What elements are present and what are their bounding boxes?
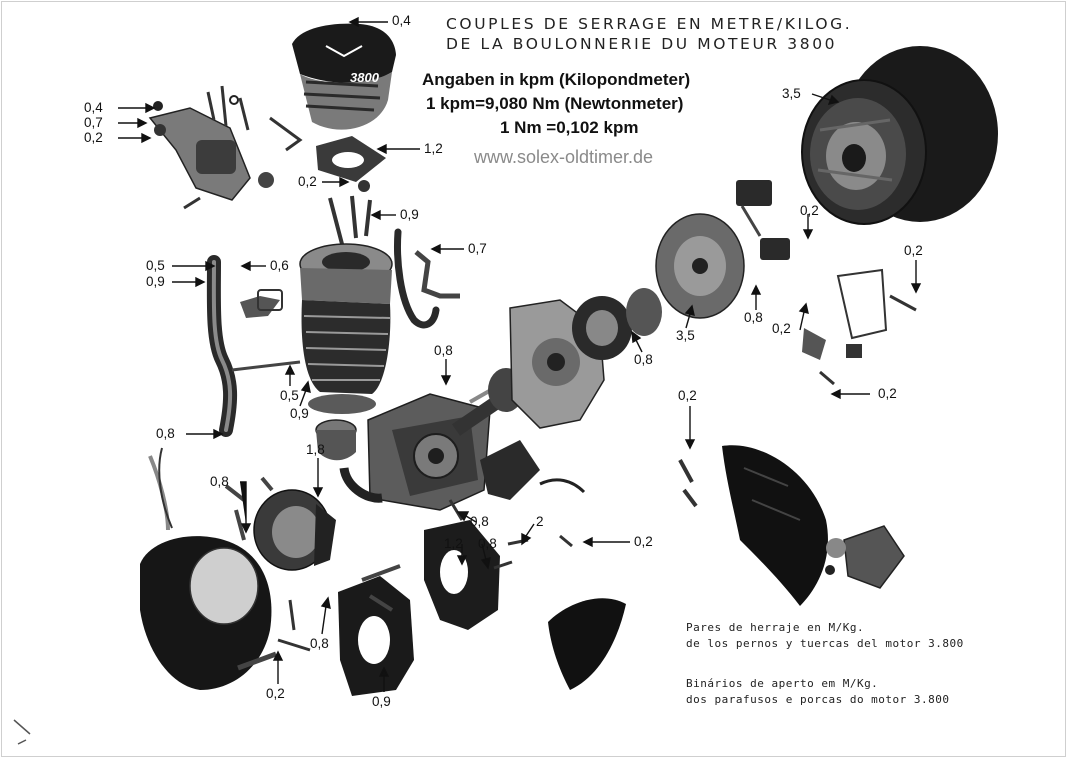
torque-label: 0,8: [156, 426, 175, 441]
torque-label: 0,5: [146, 258, 165, 273]
torque-label: 1,2: [444, 536, 463, 551]
torque-label: 0,8: [310, 636, 329, 651]
fan-cover: [140, 447, 272, 690]
cylinder: [299, 243, 393, 414]
torque-label: 0,7: [468, 241, 487, 256]
torque-label: 3,5: [676, 328, 695, 343]
torque-label: 0,2: [298, 174, 317, 189]
torque-label: 1,8: [306, 442, 325, 457]
torque-label: 0,9: [290, 406, 309, 421]
torque-label: 0,2: [84, 130, 103, 145]
website-watermark: www.solex-oldtimer.de: [474, 147, 654, 167]
torque-label: 0,5: [280, 388, 299, 403]
torque-label: 0,4: [84, 100, 103, 115]
torque-label: 0,4: [392, 13, 411, 28]
header-de-line1: Angaben in kpm (Kilopondmeter): [422, 70, 691, 89]
header-de-line3: 1 Nm =0,102 kpm: [500, 118, 639, 137]
torque-label: 0,9: [400, 207, 419, 222]
header-fr: COUPLES DE SERRAGE EN METRE/KILOG. DE LA…: [446, 14, 852, 54]
headlight-shroud: [678, 445, 905, 606]
torque-label: 2: [536, 514, 544, 529]
leader-arrows: [118, 16, 922, 692]
torque-label: 0,7: [84, 115, 103, 130]
torque-label: 0,8: [434, 343, 453, 358]
torque-label: 1,2: [424, 141, 443, 156]
torque-label: 0,2: [266, 686, 285, 701]
torque-label: 0,6: [270, 258, 289, 273]
torque-label: 0,8: [210, 474, 229, 489]
carburettor: [148, 85, 303, 210]
caption-pt-line2: dos parafusos e porcas do motor 3.800: [686, 693, 950, 706]
cover-marking: 3800: [350, 70, 380, 85]
caption-es-line2: de los pernos y tuercas del motor 3.800: [686, 637, 964, 650]
torque-label: 0,8: [478, 536, 497, 551]
caption-es-line1: Pares de herraje en M/Kg.: [686, 621, 865, 634]
head-cover: 3800: [292, 23, 396, 130]
caption-es: Pares de herraje en M/Kg. de los pernos …: [686, 620, 964, 652]
caption-pt-line1: Binários de aperto em M/Kg.: [686, 677, 879, 690]
crankcase: [339, 393, 491, 511]
torque-label: 0,8: [744, 310, 763, 325]
torque-label: 0,2: [878, 386, 897, 401]
header-fr-line2: DE LA BOULONNERIE DU MOTEUR 3800: [446, 35, 838, 53]
torque-label: 0,2: [678, 388, 697, 403]
torque-label: 0,9: [372, 694, 391, 709]
torque-label: 0,8: [634, 352, 653, 367]
torque-label: 0,9: [146, 274, 165, 289]
flywheel: [801, 46, 998, 225]
torque-label: 0,2: [634, 534, 653, 549]
torque-label: 0,2: [800, 203, 819, 218]
torque-label: 3,5: [782, 86, 801, 101]
torque-label: 0,8: [470, 514, 489, 529]
caption-pt: Binários de aperto em M/Kg. dos parafuso…: [686, 676, 950, 708]
header-de-line2: 1 kpm=9,080 Nm (Newtonmeter): [426, 94, 684, 113]
torque-label: 0,2: [772, 321, 791, 336]
header-fr-line1: COUPLES DE SERRAGE EN METRE/KILOG.: [446, 15, 853, 33]
torque-label: 0,2: [904, 243, 923, 258]
